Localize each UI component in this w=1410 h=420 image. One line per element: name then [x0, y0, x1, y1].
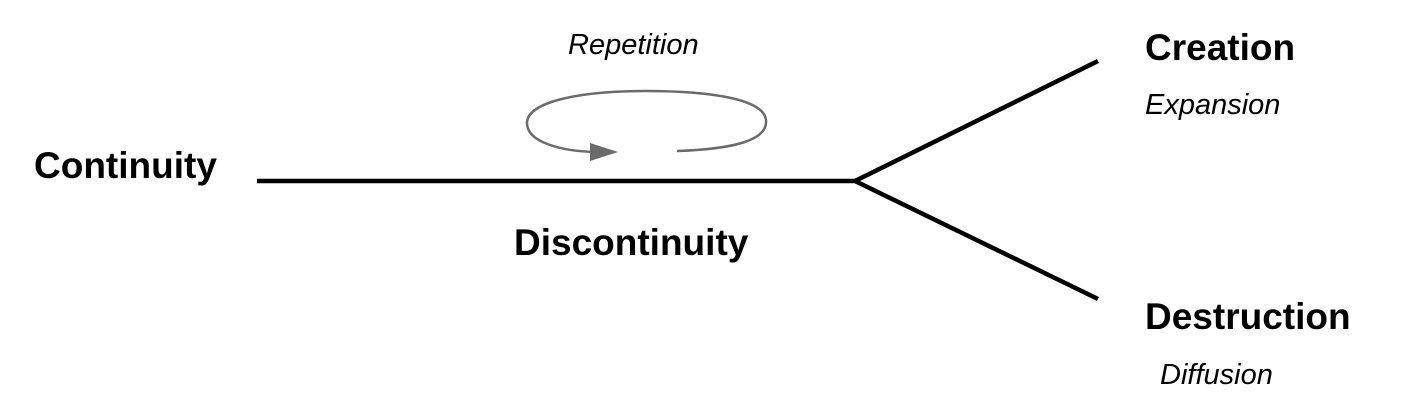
upper-branch: [854, 58, 1099, 184]
discontinuity-label: Discontinuity: [514, 222, 749, 263]
repetition-label: Repetition: [568, 29, 699, 61]
creation-label: Creation: [1145, 27, 1296, 68]
repetition-loop: [525, 89, 768, 154]
destruction-label: Destruction: [1145, 296, 1351, 337]
lower-branch: [854, 178, 1099, 302]
continuity-label: Continuity: [34, 145, 217, 186]
diffusion-label: Diffusion: [1160, 359, 1273, 391]
repetition-arrowhead-icon: [590, 143, 618, 161]
expansion-label: Expansion: [1145, 89, 1281, 121]
